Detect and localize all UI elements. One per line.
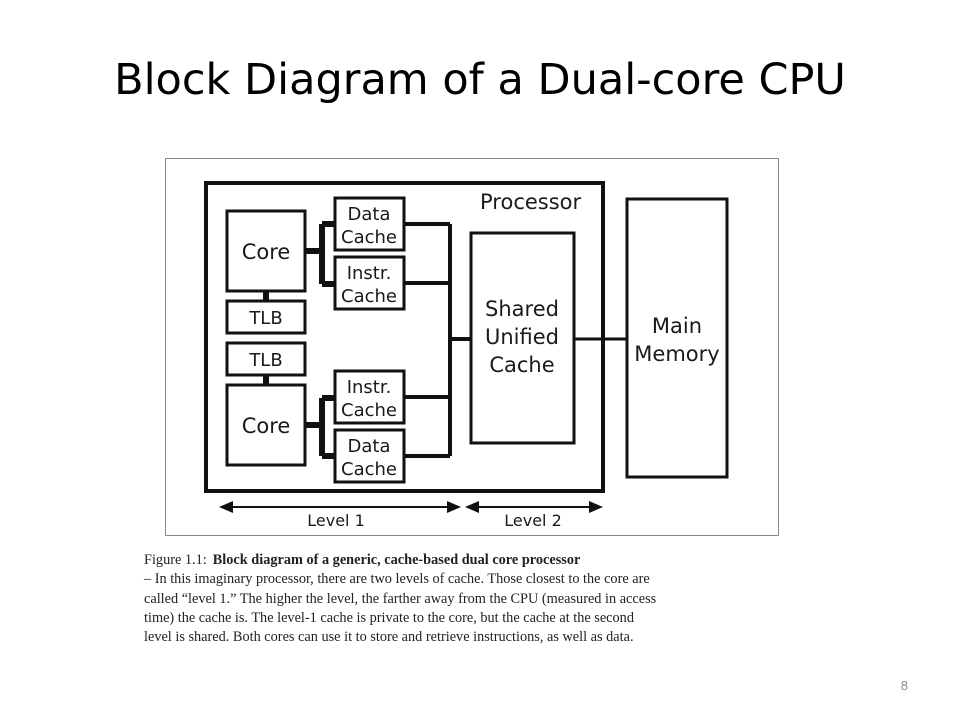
caption-line: time) the cache is. The level-1 cache is… bbox=[144, 609, 634, 626]
shared-cache-label-2: Unified bbox=[485, 325, 559, 349]
main-memory-label-2: Memory bbox=[634, 342, 719, 366]
level1-arrow-head-left bbox=[219, 501, 233, 513]
tlb-box-bottom bbox=[225, 341, 307, 377]
main-memory-box bbox=[625, 197, 729, 479]
processor-box bbox=[204, 181, 605, 493]
data-cache-label-bottom-2: Cache bbox=[341, 459, 397, 480]
core-label-top: Core bbox=[242, 240, 291, 264]
page-number: 8 bbox=[900, 678, 908, 693]
data-cache-label-top-1: Data bbox=[348, 204, 391, 225]
core-box-bottom bbox=[225, 383, 307, 467]
shared-cache-label-3: Cache bbox=[489, 353, 554, 377]
caption-line: – In this imaginary processor, there are… bbox=[144, 571, 650, 588]
data-cache-label-top-2: Cache bbox=[341, 227, 397, 248]
cpu-block-diagram: Processor Core TLB TLB Core Data Cache I… bbox=[204, 181, 729, 530]
caption-line-heading: Figure 1.1: Block diagram of a generic, c… bbox=[144, 551, 808, 570]
instr-cache-label-bottom-2: Cache bbox=[341, 400, 397, 421]
caption-line: level is shared. Both cores can use it t… bbox=[144, 629, 634, 646]
slide-title: Block Diagram of a Dual-core CPU bbox=[114, 55, 846, 105]
level2-arrow-head-right bbox=[589, 501, 603, 513]
tlb-label-bottom: TLB bbox=[248, 350, 282, 371]
caption-heading: Block diagram of a generic, cache-based … bbox=[212, 552, 581, 568]
instr-cache-label-bottom-1: Instr. bbox=[347, 377, 392, 398]
level1-label: Level 1 bbox=[307, 511, 365, 530]
data-cache-label-bottom-1: Data bbox=[348, 436, 391, 457]
level2-arrow-head-left bbox=[465, 501, 479, 513]
caption-line: called “level 1.” The higher the level, … bbox=[144, 590, 657, 607]
figure-caption: Figure 1.1: Block diagram of a generic, c… bbox=[144, 551, 808, 647]
level2-label: Level 2 bbox=[504, 511, 562, 530]
instr-cache-label-top-2: Cache bbox=[341, 286, 397, 307]
caption-figure-label: Figure 1.1: bbox=[144, 552, 207, 568]
level1-arrow-head-right bbox=[447, 501, 461, 513]
instr-cache-label-top-1: Instr. bbox=[347, 263, 392, 284]
processor-label: Processor bbox=[480, 190, 582, 214]
shared-cache-label-1: Shared bbox=[485, 297, 559, 321]
core-label-bottom: Core bbox=[242, 414, 291, 438]
tlb-label-top: TLB bbox=[248, 308, 282, 329]
main-memory-label-1: Main bbox=[652, 314, 702, 338]
shared-cache-box bbox=[469, 231, 576, 445]
